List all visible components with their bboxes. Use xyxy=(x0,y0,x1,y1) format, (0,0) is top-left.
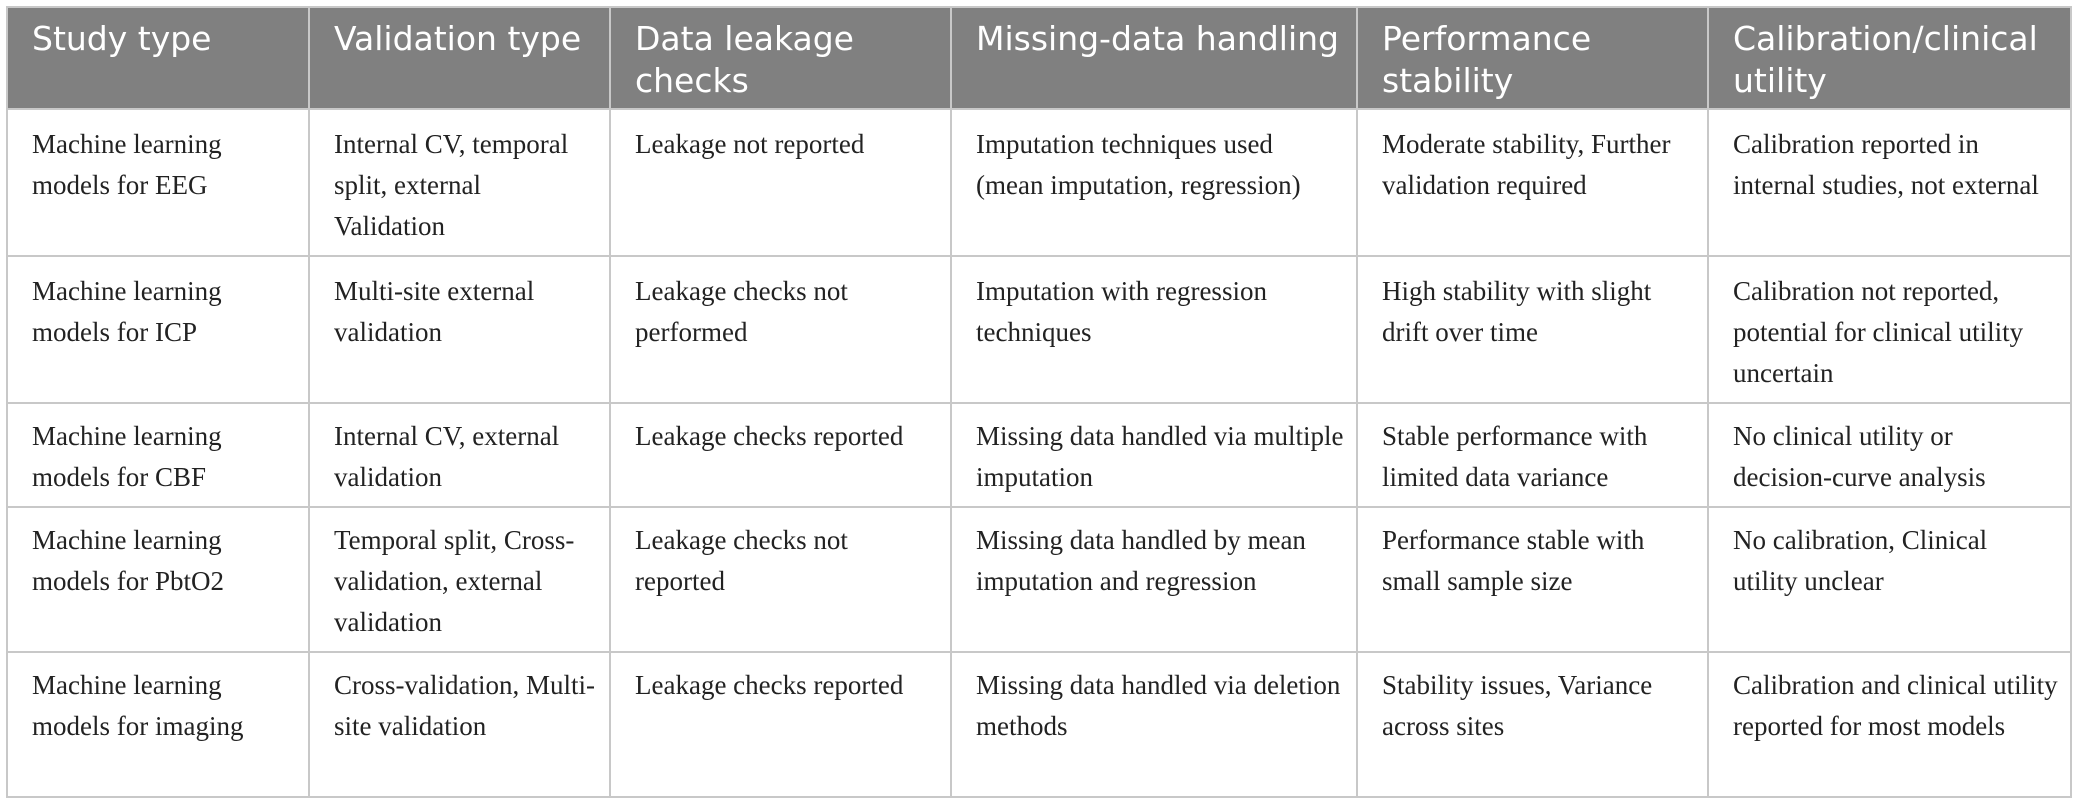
cell-performance-stability: Performance stable with small sample siz… xyxy=(1356,506,1709,653)
table-row: Machine learning models for PbtO2 Tempor… xyxy=(6,506,2072,653)
header-performance-stability: Performance stability xyxy=(1356,6,1709,110)
cell-study-type: Machine learning models for ICP xyxy=(6,255,310,404)
cell-calibration-clinical-utility: Calibration reported in internal studies… xyxy=(1707,108,2072,257)
header-data-leakage-checks: Data leakage checks xyxy=(609,6,952,110)
table-row: Machine learning models for EEG Internal… xyxy=(6,108,2072,257)
cell-missing-data-handling: Imputation techniques used (mean imputat… xyxy=(950,108,1358,257)
header-study-type: Study type xyxy=(6,6,310,110)
cell-calibration-clinical-utility: No clinical utility or decision-curve an… xyxy=(1707,402,2072,508)
comparison-table: Study type Validation type Data leakage … xyxy=(6,6,2072,798)
cell-missing-data-handling: Missing data handled via deletion method… xyxy=(950,651,1358,798)
cell-data-leakage-checks: Leakage checks reported xyxy=(609,651,952,798)
cell-performance-stability: Moderate stability, Further validation r… xyxy=(1356,108,1709,257)
cell-performance-stability: Stability issues, Variance across sites xyxy=(1356,651,1709,798)
table-header-row: Study type Validation type Data leakage … xyxy=(6,6,2072,110)
cell-data-leakage-checks: Leakage not reported xyxy=(609,108,952,257)
cell-performance-stability: Stable performance with limited data var… xyxy=(1356,402,1709,508)
cell-study-type: Machine learning models for PbtO2 xyxy=(6,506,310,653)
cell-calibration-clinical-utility: Calibration not reported, potential for … xyxy=(1707,255,2072,404)
cell-data-leakage-checks: Leakage checks reported xyxy=(609,402,952,508)
cell-validation-type: Temporal split, Cross-validation, extern… xyxy=(308,506,611,653)
cell-missing-data-handling: Missing data handled via multiple imputa… xyxy=(950,402,1358,508)
cell-validation-type: Internal CV, external validation xyxy=(308,402,611,508)
header-calibration-clinical-utility: Calibration/clinical utility xyxy=(1707,6,2072,110)
cell-study-type: Machine learning models for EEG xyxy=(6,108,310,257)
header-validation-type: Validation type xyxy=(308,6,611,110)
cell-study-type: Machine learning models for CBF xyxy=(6,402,310,508)
cell-study-type: Machine learning models for imaging xyxy=(6,651,310,798)
cell-data-leakage-checks: Leakage checks not reported xyxy=(609,506,952,653)
cell-validation-type: Internal CV, temporal split, external Va… xyxy=(308,108,611,257)
cell-validation-type: Cross-validation, Multi-site validation xyxy=(308,651,611,798)
cell-calibration-clinical-utility: No calibration, Clinical utility unclear xyxy=(1707,506,2072,653)
table-row: Machine learning models for ICP Multi-si… xyxy=(6,255,2072,404)
comparison-table-wrapper: Study type Validation type Data leakage … xyxy=(6,6,2072,798)
cell-data-leakage-checks: Leakage checks not performed xyxy=(609,255,952,404)
cell-validation-type: Multi-site external validation xyxy=(308,255,611,404)
cell-calibration-clinical-utility: Calibration and clinical utility reporte… xyxy=(1707,651,2072,798)
cell-missing-data-handling: Imputation with regression techniques xyxy=(950,255,1358,404)
header-missing-data-handling: Missing-data handling xyxy=(950,6,1358,110)
cell-missing-data-handling: Missing data handled by mean imputation … xyxy=(950,506,1358,653)
cell-performance-stability: High stability with slight drift over ti… xyxy=(1356,255,1709,404)
table-row: Machine learning models for imaging Cros… xyxy=(6,651,2072,798)
table-row: Machine learning models for CBF Internal… xyxy=(6,402,2072,508)
